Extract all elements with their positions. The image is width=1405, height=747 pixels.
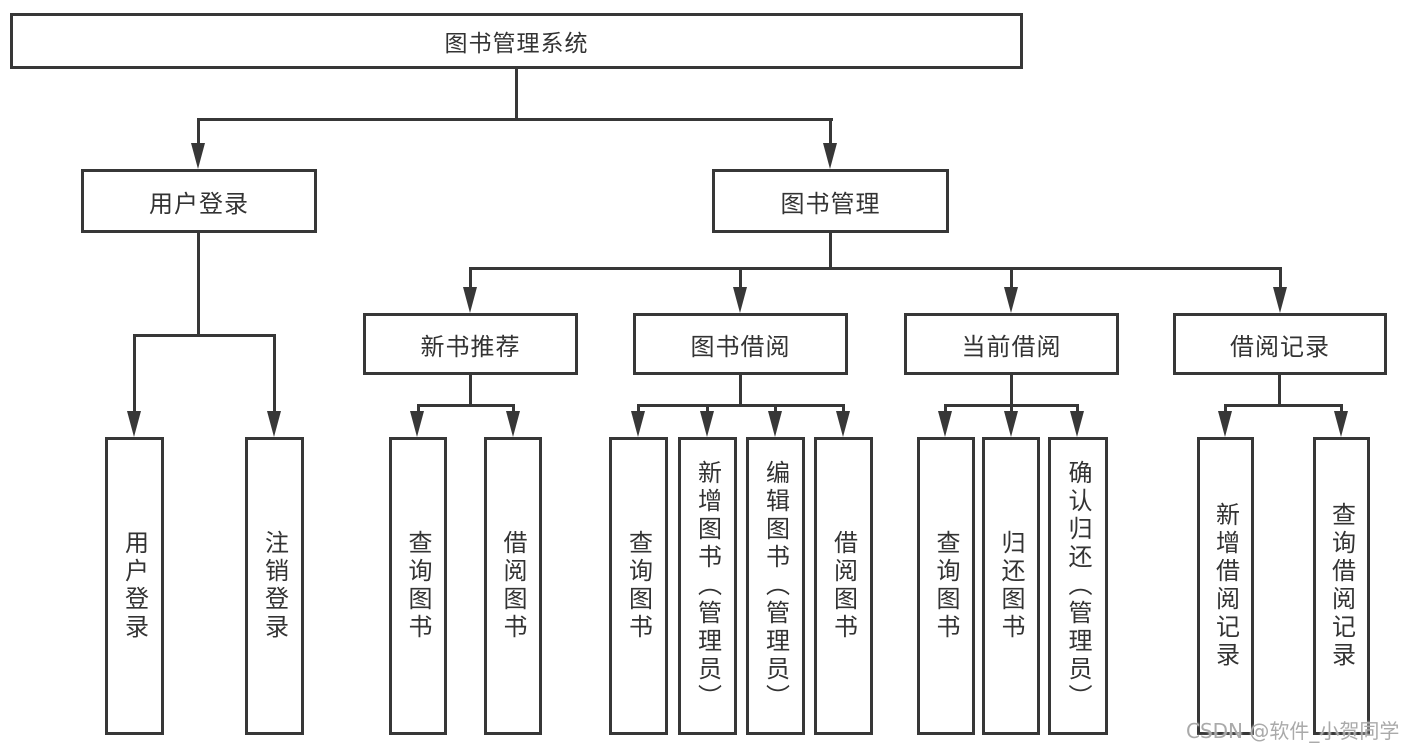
connector-drop <box>944 404 947 414</box>
connector-borrow-records-stem <box>1278 374 1281 407</box>
connector-borrow-records-drop <box>1279 267 1282 290</box>
connector-drop <box>417 404 420 414</box>
connector-new-book-rail <box>417 404 515 407</box>
leaf-borrow-books-1: 借阅图书 <box>484 437 542 735</box>
leaf-add-borrow-record: 新增借阅记录 <box>1197 437 1254 735</box>
connector-borrow-records-rail <box>1224 404 1343 407</box>
arrowhead-query-books-2 <box>631 411 645 437</box>
arrowhead-confirm-return <box>1070 411 1084 437</box>
node-borrowing-records: 借阅记录 <box>1173 313 1387 375</box>
connector-leaf-login-drop <box>133 334 136 413</box>
node-book-borrowing: 图书借阅 <box>633 313 848 375</box>
leaf-query-books-3: 查询图书 <box>917 437 975 735</box>
leaf-return-book: 归还图书 <box>982 437 1040 735</box>
connector-root-rail <box>197 118 833 121</box>
node-book-management: 图书管理 <box>712 169 949 233</box>
connector-drop <box>1340 404 1343 414</box>
connector-drop <box>842 404 845 414</box>
node-user-login: 用户登录 <box>81 169 317 233</box>
arrowhead-leaf-login <box>127 411 141 437</box>
connector-drop <box>637 404 640 414</box>
arrowhead-add-borrow-record <box>1218 411 1232 437</box>
leaf-edit-book-admin: 编辑图书（管理员） <box>746 437 805 735</box>
node-library-system: 图书管理系统 <box>10 13 1023 69</box>
leaf-query-books-2: 查询图书 <box>609 437 668 735</box>
connector-drop <box>1076 404 1079 414</box>
connector-book-mgmt-rail <box>469 267 1282 270</box>
connector-user-login-drop <box>197 118 200 145</box>
connector-current-borrow-drop <box>1010 267 1013 290</box>
connector-current-borrow-stem <box>1010 374 1013 407</box>
connector-book-borrow-stem <box>739 374 742 407</box>
connector-new-book-drop <box>469 267 472 290</box>
leaf-query-books-1: 查询图书 <box>389 437 447 735</box>
arrowhead-current-borrow <box>1004 287 1018 313</box>
connector-book-mgmt-stem <box>829 232 832 270</box>
connector-leaf-logout-drop <box>273 334 276 413</box>
leaf-borrow-books-2: 借阅图书 <box>814 437 873 735</box>
connector-book-mgmt-drop <box>829 118 832 145</box>
connector-drop <box>774 404 777 414</box>
connector-drop <box>706 404 709 414</box>
watermark-csdn: CSDN @软件_小贺同学 <box>1186 719 1400 743</box>
leaf-logout: 注销登录 <box>245 437 304 735</box>
arrowhead-query-books-1 <box>410 411 424 437</box>
arrowhead-query-borrow-record <box>1334 411 1348 437</box>
arrowhead-borrow-books-2 <box>836 411 850 437</box>
connector-root-stem <box>515 69 518 119</box>
arrowhead-borrow-books-1 <box>506 411 520 437</box>
connector-user-login-rail <box>133 334 276 337</box>
arrowhead-edit-book <box>768 411 782 437</box>
connector-book-borrow-drop <box>739 267 742 290</box>
connector-drop <box>1010 404 1013 414</box>
leaf-add-book-admin: 新增图书（管理员） <box>678 437 737 735</box>
arrowhead-leaf-logout <box>267 411 281 437</box>
leaf-user-login: 用户登录 <box>105 437 164 735</box>
connector-new-book-stem <box>469 374 472 407</box>
connector-user-login-stem <box>197 232 200 337</box>
arrowhead-book-mgmt <box>823 143 837 169</box>
leaf-confirm-return-admin: 确认归还（管理员） <box>1048 437 1108 735</box>
connector-book-borrow-rail <box>637 404 845 407</box>
connector-drop <box>1224 404 1227 414</box>
arrowhead-new-book <box>463 287 477 313</box>
leaf-query-borrow-record: 查询借阅记录 <box>1313 437 1370 735</box>
node-new-book-recommendation: 新书推荐 <box>363 313 578 375</box>
arrowhead-return-book <box>1004 411 1018 437</box>
arrowhead-add-book <box>700 411 714 437</box>
arrowhead-borrow-records <box>1273 287 1287 313</box>
arrowhead-query-books-3 <box>938 411 952 437</box>
arrowhead-book-borrow <box>733 287 747 313</box>
node-current-borrowing: 当前借阅 <box>904 313 1119 375</box>
arrowhead-user-login <box>191 143 205 169</box>
connector-drop <box>512 404 515 414</box>
